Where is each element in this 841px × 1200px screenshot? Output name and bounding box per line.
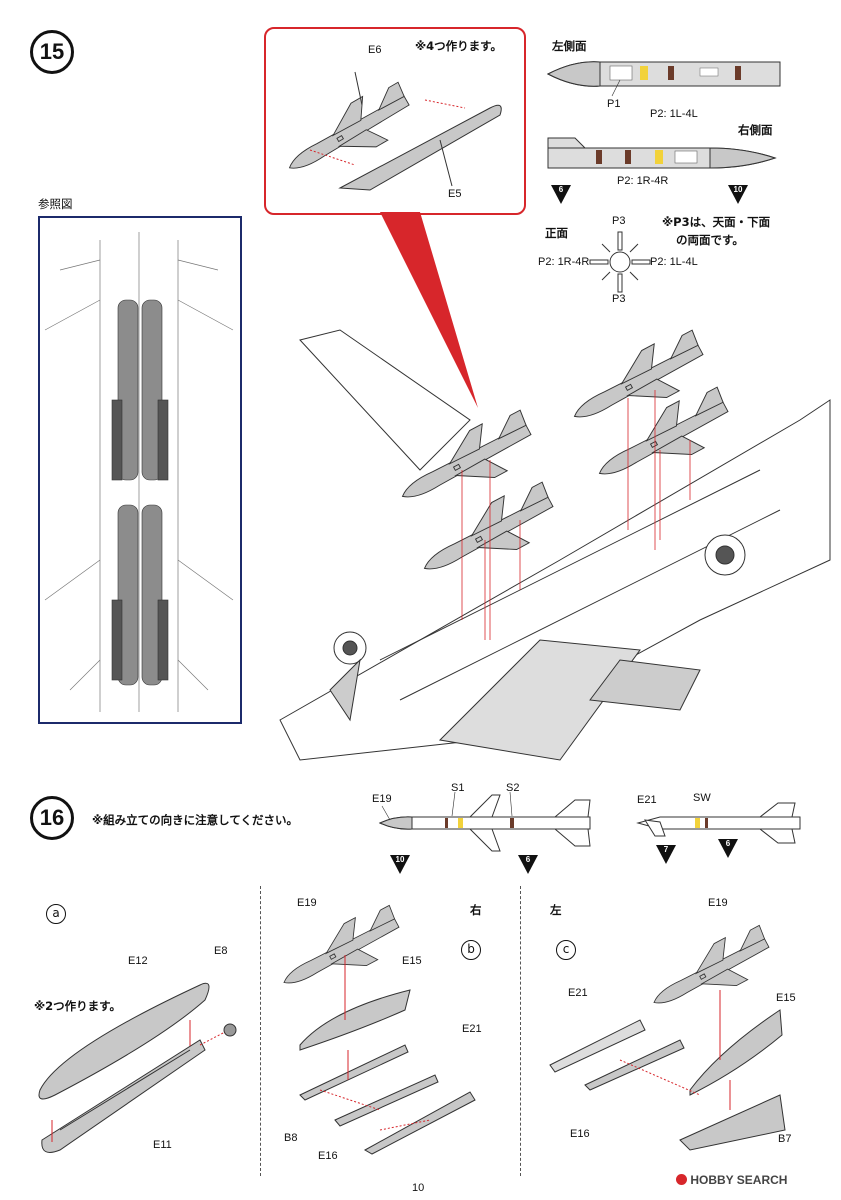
right-side-ref-6-text: 6 [558,185,564,194]
watermark: HOBBY SEARCH [676,1173,787,1187]
left-side-p1: P1 [607,98,621,110]
step-16-note: ※組み立ての向きに注意してください。 [92,813,298,827]
reference-title: 参照図 [38,197,73,211]
decal-s1-label: S1 [451,782,465,794]
decal-a-ref-6-text: 6 [525,855,531,864]
sub-c-e15: E15 [776,992,796,1004]
sub-c-marker: c [556,940,576,960]
front-title: 正面 [545,226,568,240]
sub-c-side: 左 [550,903,562,917]
decal-s2-label: S2 [506,782,520,794]
step-16-marker: 16 [30,796,74,840]
sub-c-parts [549,920,786,1151]
sub-b-e19: E19 [297,897,317,909]
inset-note: ※4つ作ります。 [415,39,503,53]
decal-b-ref-7: 7 [655,844,677,866]
watermark-icon [676,1174,687,1185]
decal-a-ref-6: 6 [517,854,539,876]
sub-a-marker-text: a [52,906,60,920]
sub-a-marker: a [46,904,66,924]
step-15-number: 15 [39,39,65,64]
front-p2-right: P2: 1L-4L [650,256,698,268]
sub-c-e21: E21 [568,987,588,999]
left-side-p2: P2: 1L-4L [650,108,698,120]
inset-pointer [380,212,478,408]
sub-c-e16: E16 [570,1128,590,1140]
front-note-line2: の両面です。 [676,233,744,247]
left-side-missile [546,61,781,97]
decal-a-ref-10: 10 [389,854,411,876]
watermark-text: HOBBY SEARCH [690,1173,788,1187]
front-note-line1: ※P3は、天面・下面 [662,215,771,229]
sub-c-b7: B7 [778,1133,792,1145]
inset-label-e6: E6 [368,44,382,56]
sub-b-side: 右 [470,903,482,917]
decal-e21-missile [636,802,801,844]
sub-b-parts [272,900,476,1155]
inset-label-e5: E5 [448,188,462,200]
sub-a-e8: E8 [214,945,228,957]
decal-e19-label: E19 [372,793,392,805]
sub-a-e12: E12 [128,955,148,967]
sub-b-marker: b [461,940,481,960]
decal-sw-label: SW [693,792,711,804]
sub-c-e19: E19 [708,897,728,909]
left-side-title: 左側面 [552,39,587,53]
inset-detail-box [264,27,526,215]
front-p3-bottom: P3 [612,293,626,305]
decal-b-ref-6: 6 [717,838,739,860]
front-p2-left: P2: 1R-4R [538,256,590,268]
right-side-title: 右側面 [738,123,773,137]
decal-e21-label: E21 [637,794,657,806]
sub-b-e21: E21 [462,1023,482,1035]
step-15-marker: 15 [30,30,74,74]
right-side-ref-6: 6 [550,184,572,206]
right-side-ref-10: 10 [727,184,749,206]
right-side-ref-10-text: 10 [733,185,743,194]
sub-b-e16: E16 [318,1150,338,1162]
aircraft-guide-lines [461,390,691,640]
sub-a-note: ※2つ作ります。 [34,999,122,1013]
decal-a-ref-10-text: 10 [395,855,405,864]
step-16-number: 16 [39,805,65,830]
aircraft-illustration [279,329,831,761]
sub-b-marker-text: b [467,942,475,956]
decal-e19-missile [378,791,591,852]
right-side-p2: P2: 1R-4R [617,175,669,187]
divider-ab [260,886,261,1176]
aircraft-missiles [389,324,740,593]
decal-b-ref-7-text: 7 [663,845,669,854]
divider-bc [520,886,521,1176]
sub-b-b8: B8 [284,1132,298,1144]
reference-drawing-box [38,216,242,724]
sub-c-marker-text: c [562,942,570,956]
sub-a-e11: E11 [153,1139,172,1151]
decal-b-ref-6-text: 6 [725,839,731,848]
front-view-diagram [589,231,651,293]
front-p3-top: P3 [612,215,626,227]
right-side-missile [547,137,777,169]
page-number: 10 [412,1182,425,1194]
sub-b-e15: E15 [402,955,422,967]
